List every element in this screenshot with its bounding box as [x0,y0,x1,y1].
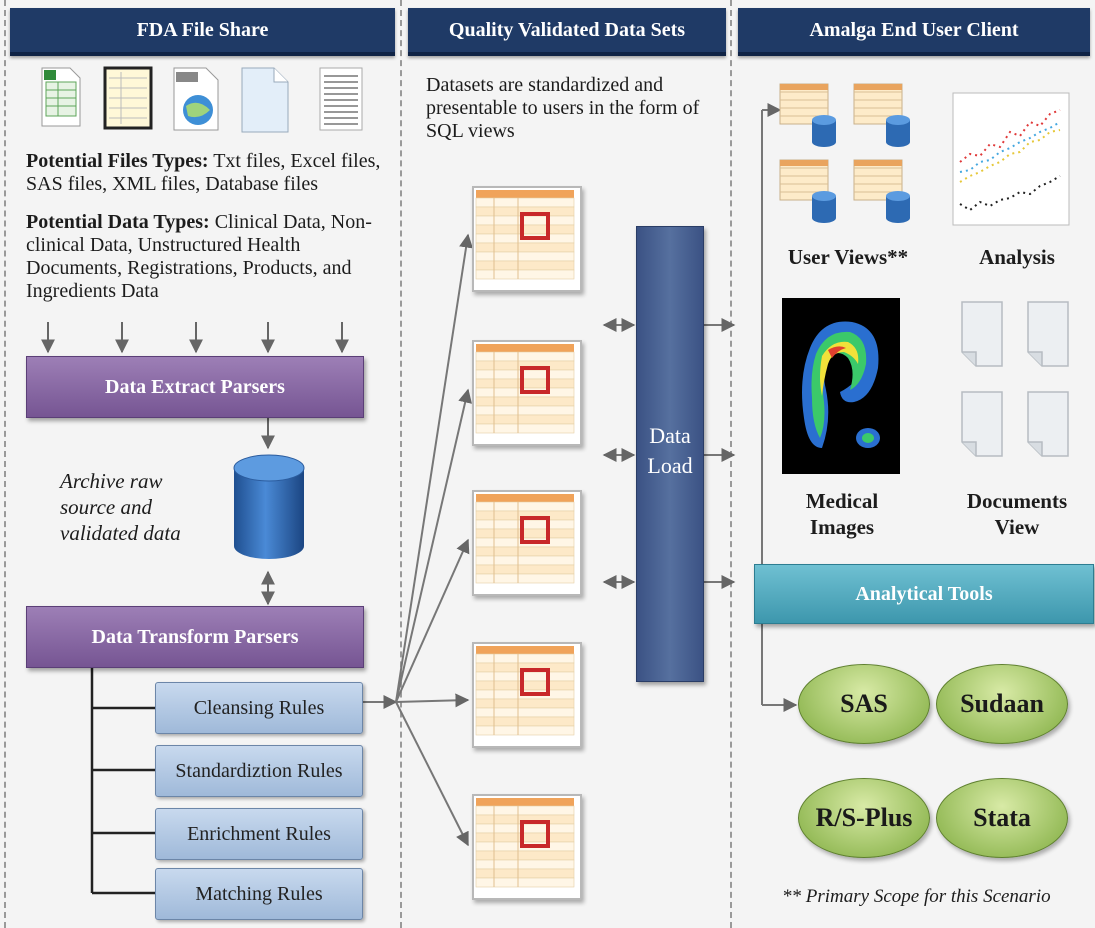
data-types-label: Potential Data Types: [26,211,210,233]
sudaan-tool-oval: Sudaan [936,664,1068,744]
column-separator [400,0,402,928]
dataset-thumbnail [472,642,582,748]
fanout-arrows [362,233,473,847]
data-types-text: Potential Data Types: Clinical Data, Non… [26,211,392,303]
file-types-label: Potential Files Types: [26,150,209,172]
xml-file-icon [172,66,222,137]
user-views-icon [778,82,918,237]
data-types-value: Clinical Data, Non-clinical Data, Unstru… [26,211,372,302]
table-db-icon [779,159,836,223]
database-cylinder-icon [232,452,306,567]
spreadsheet-file-icon [103,66,153,135]
excel-file-icon [40,66,82,133]
table-db-icon [853,83,910,147]
rules-tree [90,668,155,895]
data-load-label: Data Load [647,423,693,478]
text-file-icon [240,66,292,139]
archive-text: Archive raw source and validated data [60,469,181,545]
amalga-end-user-header: Amalga End User Client [738,8,1090,56]
medical-image-icon [782,298,900,479]
quality-validated-header: Quality Validated Data Sets [408,8,726,56]
footnote: ** Primary Scope for this Scenario [782,886,1051,907]
standardization-rules-box: Standardiztion Rules [155,745,363,797]
documents-view-label: Documents View [966,489,1068,539]
fda-file-share-header: FDA File Share [10,8,395,56]
dataset-thumbnail [472,794,582,900]
sas-tool-oval: SAS [798,664,930,744]
table-db-icon [779,83,836,147]
data-extract-parsers-box: Data Extract Parsers [26,356,364,418]
rs-plus-tool-oval: R/S-Plus [798,778,930,858]
cleansing-rules-box: Cleansing Rules [155,682,363,734]
enrichment-rules-box: Enrichment Rules [155,808,363,860]
analysis-label: Analysis [979,245,1055,269]
medical-images-label: Medical Images [805,489,879,539]
user-views-label: User Views** [787,245,909,269]
file-types-value: Txt files, Excel files, SAS files, XML f… [26,150,381,195]
dataset-thumbnail [472,490,582,596]
data-transform-parsers-box: Data Transform Parsers [26,606,364,668]
dataset-thumbnail [472,186,582,292]
documents-icon [960,300,1074,475]
matching-rules-box: Matching Rules [155,868,363,920]
column-separator [4,0,6,928]
analytical-tools-box: Analytical Tools [754,564,1094,624]
column-separator [730,0,732,928]
table-db-icon [853,159,910,223]
stata-tool-oval: Stata [936,778,1068,858]
file-types-text: Potential Files Types: Txt files, Excel … [26,150,392,196]
quality-description: Datasets are standardized and presentabl… [426,74,700,142]
analysis-chart-icon [952,92,1070,231]
data-load-arrows [602,318,636,589]
data-load-bar: Data Load [636,226,704,682]
dataset-thumbnail [472,340,582,446]
database-file-icon [318,66,364,137]
